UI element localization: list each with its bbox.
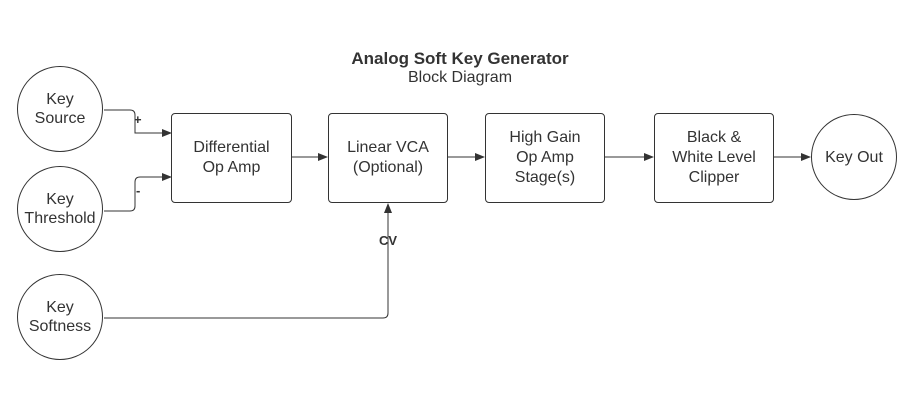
high-gain-line2: Op Amp — [516, 149, 574, 166]
key-source-line1: Key — [46, 91, 74, 108]
key-threshold-line1: Key — [46, 191, 74, 208]
key-out-node: Key Out — [811, 114, 897, 200]
key-source-node: Key Source — [17, 66, 103, 152]
vca-line1: Linear VCA — [347, 139, 429, 156]
high-gain-line1: High Gain — [509, 129, 581, 146]
key-softness-node: Key Softness — [17, 274, 103, 360]
high-gain-line3: Stage(s) — [514, 169, 576, 186]
clipper-line1: Black & — [686, 129, 742, 146]
key-softness-line2: Softness — [28, 318, 92, 335]
vca-line2: (Optional) — [352, 159, 424, 176]
high-gain-op-amp-block: High Gain Op Amp Stage(s) — [485, 113, 605, 203]
connector-key-threshold-to-minus — [104, 173, 172, 212]
key-softness-line1: Key — [46, 299, 74, 316]
differential-op-amp-block: Differential Op Amp — [171, 113, 292, 203]
clipper-line3: Clipper — [688, 169, 740, 186]
plus-label: + — [134, 112, 142, 127]
key-source-line2: Source — [34, 110, 86, 127]
linear-vca-block: Linear VCA (Optional) — [328, 113, 448, 203]
diagram-subtitle: Block Diagram — [407, 69, 513, 86]
cv-label: CV — [379, 233, 398, 248]
key-threshold-line2: Threshold — [24, 210, 96, 227]
clipper-line2: White Level — [672, 149, 756, 166]
connector-softness-to-cv — [104, 203, 392, 319]
diff-amp-line1: Differential — [193, 139, 270, 156]
diff-amp-line2: Op Amp — [202, 159, 261, 176]
connector-key-source-to-plus — [104, 109, 172, 137]
key-threshold-node: Key Threshold — [17, 166, 103, 252]
diagram-title: Analog Soft Key Generator — [351, 49, 569, 68]
minus-label: - — [136, 183, 141, 198]
key-out-label: Key Out — [825, 148, 883, 166]
level-clipper-block: Black & White Level Clipper — [654, 113, 774, 203]
